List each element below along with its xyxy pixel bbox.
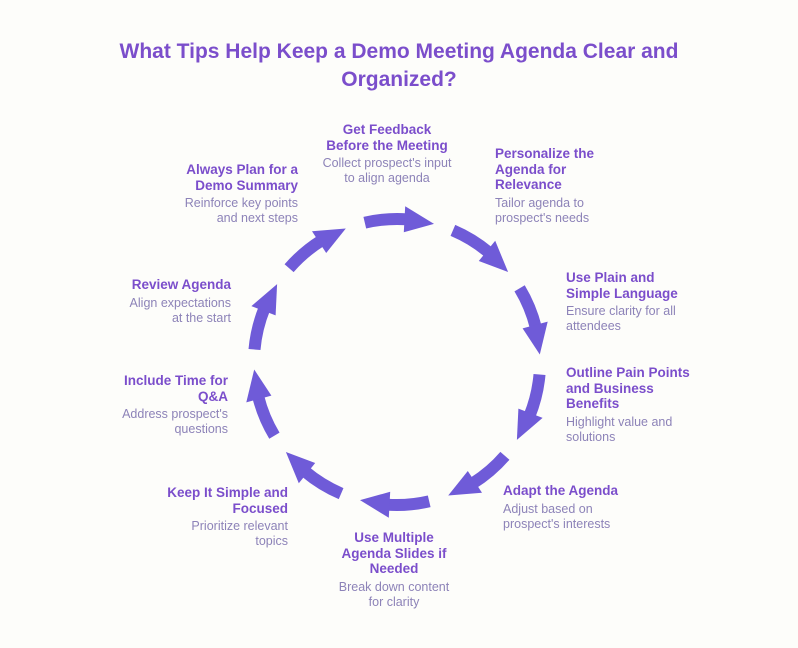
cycle-item-pain-points: Outline Pain Points and Business Benefit… — [566, 365, 698, 445]
cycle-item-multiple-slides: Use Multiple Agenda Slides if Needed Bre… — [334, 530, 454, 610]
item-description: Address prospect's questions — [122, 407, 228, 437]
cycle-arrow-body — [523, 373, 546, 418]
cycle-arrow-body — [450, 224, 493, 258]
item-title: Always Plan for a Demo Summary — [186, 162, 298, 193]
item-title: Review Agenda — [131, 277, 231, 292]
cycle-arrowhead-icon — [312, 228, 346, 253]
cycle-arrowhead-icon — [285, 452, 316, 484]
item-description: Adjust based on prospect's interests — [503, 501, 611, 531]
cycle-arrow-body — [363, 212, 408, 229]
item-title: Get Feedback Before the Meeting — [326, 122, 448, 153]
item-description: Highlight value and solutions — [566, 414, 673, 444]
item-title: Use Plain and Simple Language — [566, 270, 678, 301]
cycle-arrowhead-icon — [448, 471, 482, 496]
cycle-item-personalize-agenda: Personalize the Agenda for Relevance Tai… — [495, 146, 601, 226]
cycle-item-keep-simple: Keep It Simple and Focused Prioritize re… — [160, 485, 288, 549]
cycle-arrowhead-icon — [360, 491, 391, 518]
cycle-arrow-body — [469, 451, 510, 489]
cycle-arrow-body — [284, 235, 325, 273]
item-title: Keep It Simple and Focused — [167, 485, 288, 516]
cycle-arrow-body — [386, 495, 431, 512]
cycle-arrow-body — [252, 395, 280, 439]
cycle-item-demo-summary: Always Plan for a Demo Summary Reinforce… — [180, 162, 298, 226]
item-description: Ensure clarity for all attendees — [566, 304, 676, 334]
item-title: Use Multiple Agenda Slides if Needed — [341, 530, 447, 577]
item-title: Outline Pain Points and Business Benefit… — [566, 365, 690, 412]
item-description: Align expectations at the start — [129, 295, 231, 325]
cycle-item-get-feedback: Get Feedback Before the Meeting Collect … — [322, 122, 452, 186]
cycle-arrowhead-icon — [246, 369, 272, 403]
item-title: Include Time for Q&A — [123, 373, 228, 404]
item-title: Adapt the Agenda — [503, 483, 619, 498]
item-description: Collect prospect's input to align agenda — [322, 156, 452, 186]
item-description: Reinforce key points and next steps — [184, 196, 298, 226]
cycle-item-adapt-agenda: Adapt the Agenda Adjust based on prospec… — [503, 483, 633, 532]
item-description: Tailor agenda to prospect's needs — [495, 195, 590, 225]
cycle-arrow-body — [248, 306, 271, 351]
cycle-arrowhead-icon — [516, 408, 543, 440]
cycle-arrow-body — [514, 285, 542, 329]
cycle-item-qa-time: Include Time for Q&A Address prospect's … — [108, 373, 228, 437]
cycle-item-review-agenda: Review Agenda Align expectations at the … — [117, 277, 231, 326]
page-title: What Tips Help Keep a Demo Meeting Agend… — [119, 40, 679, 91]
cycle-arrow-body — [301, 466, 344, 500]
item-description: Prioritize relevant topics — [191, 519, 288, 549]
cycle-arrowhead-icon — [403, 206, 434, 233]
item-title: Personalize the Agenda for Relevance — [495, 146, 595, 193]
cycle-arrowhead-icon — [522, 321, 548, 355]
item-description: Break down content for clarity — [338, 579, 450, 609]
cycle-arrowhead-icon — [478, 240, 509, 272]
cycle-arrowhead-icon — [251, 284, 278, 316]
cycle-item-plain-language: Use Plain and Simple Language Ensure cla… — [566, 270, 692, 334]
